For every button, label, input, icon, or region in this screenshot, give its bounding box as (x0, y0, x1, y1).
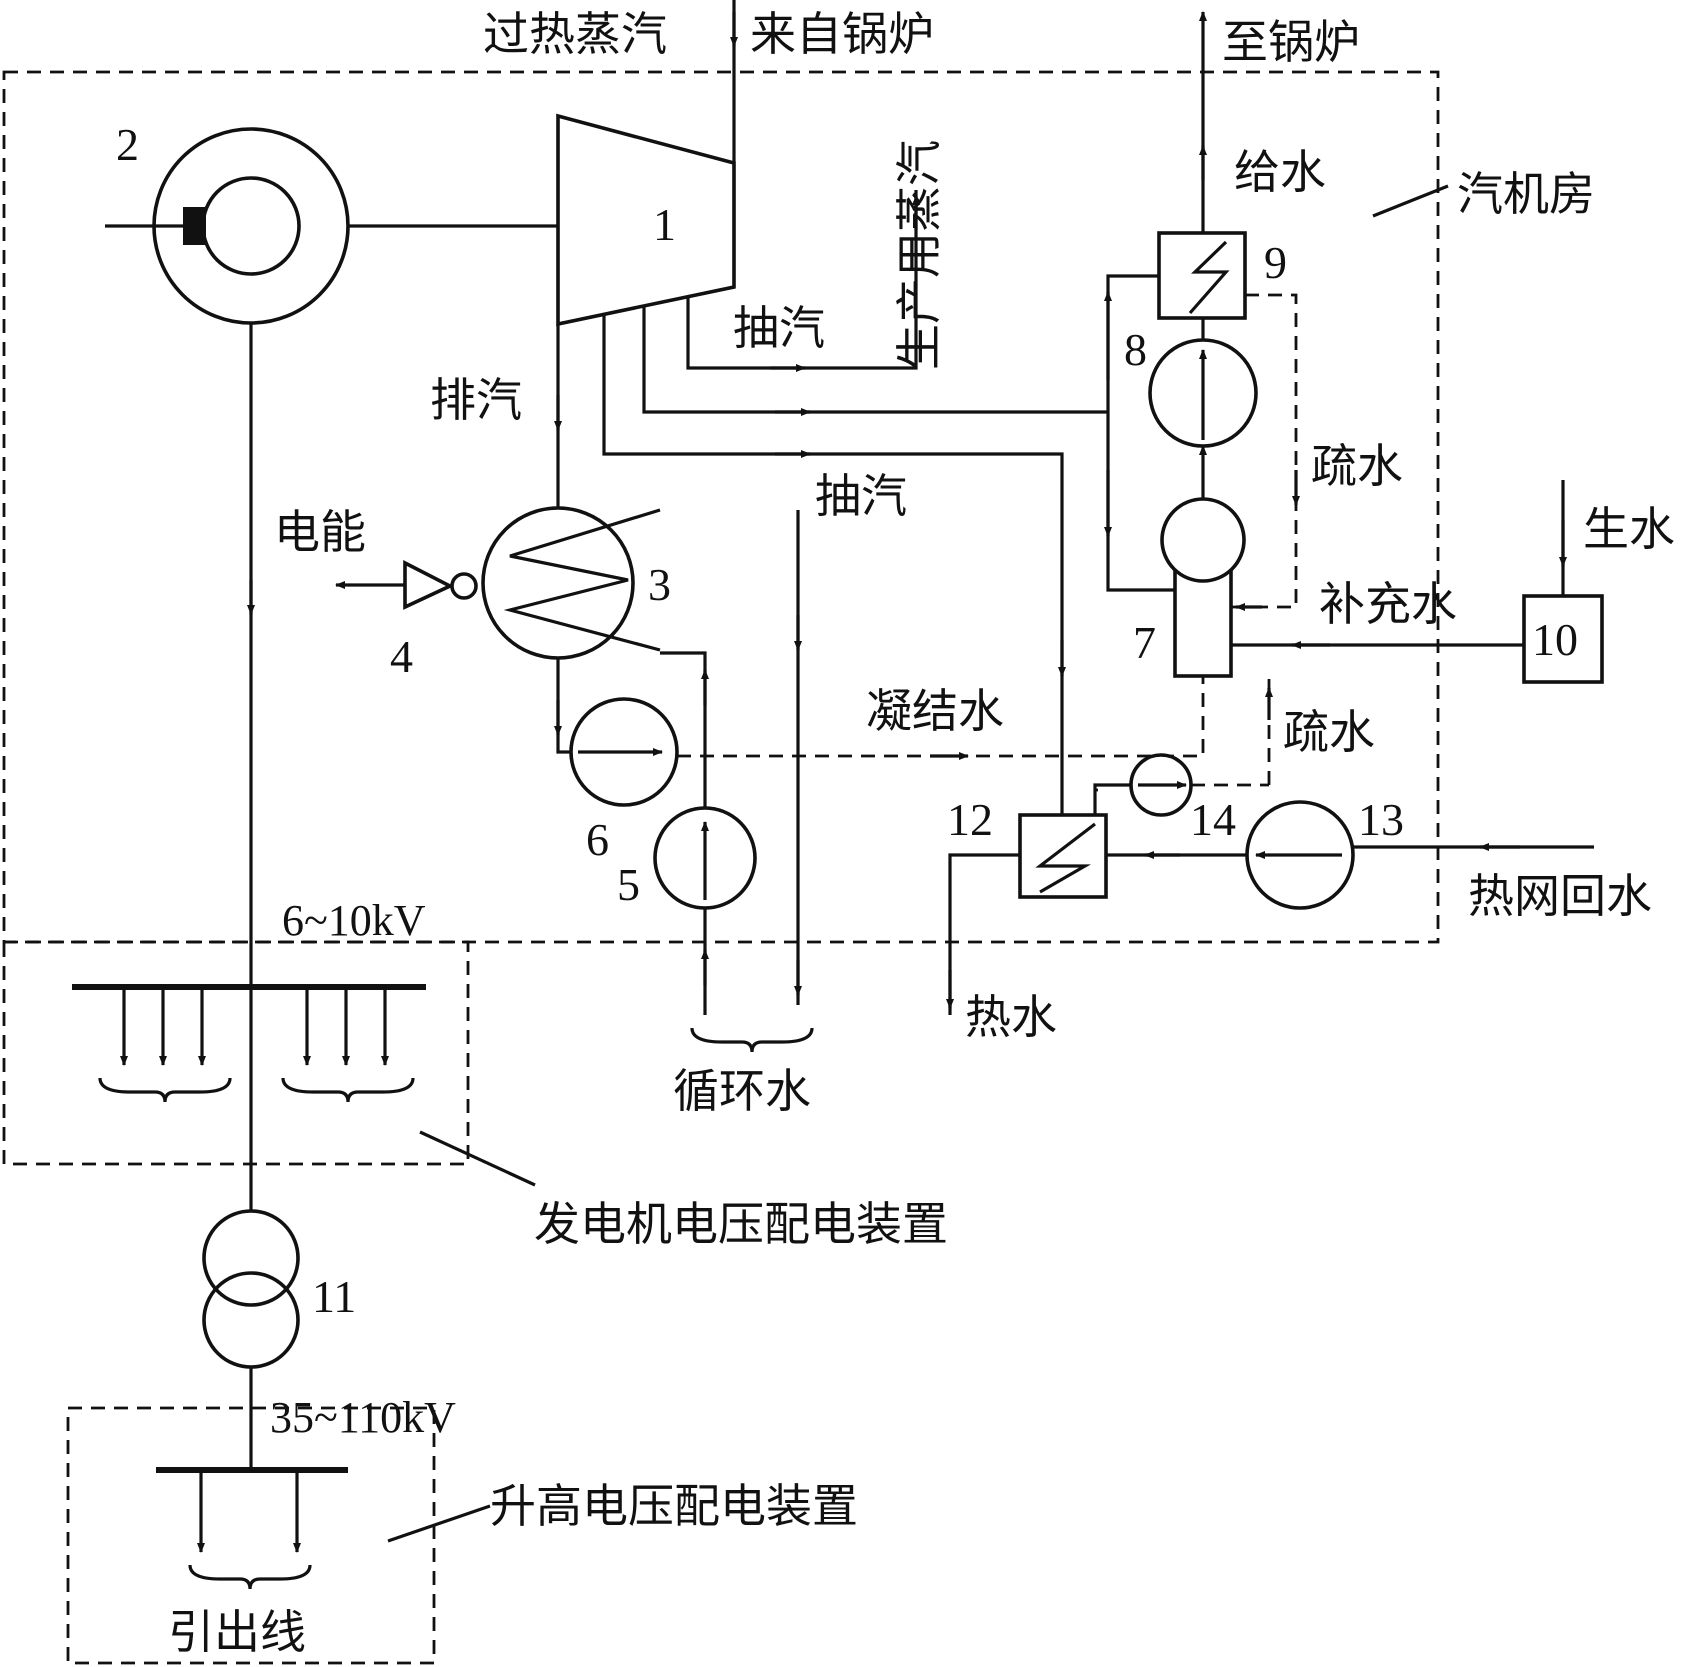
label-1: 1 (653, 199, 676, 250)
heater-steam-loop (1106, 274, 1175, 592)
drain-label-2: 疏水 (1283, 705, 1375, 759)
drain-label-1: 疏水 (1311, 439, 1403, 493)
condenser (481, 506, 661, 660)
hot-water-outlet (948, 853, 1020, 1015)
outgoing-lines-brace (188, 1564, 312, 1590)
label-12: 12 (947, 794, 993, 845)
circulating-water-pump (653, 806, 757, 910)
label-7: 7 (1133, 617, 1156, 668)
from-boiler-label: 来自锅炉 (750, 7, 934, 61)
heat-network-return-label: 热网回水 (1468, 869, 1652, 923)
circulating-water-label: 循环水 (673, 1064, 811, 1118)
hot-water-label: 热水 (965, 990, 1057, 1044)
raw-water-label: 生水 (1583, 502, 1675, 556)
voltage-high-label: 35~110kV (270, 1393, 456, 1442)
exhaust-label: 排汽 (430, 373, 522, 427)
step-up-switchgear-label: 升高电压配电装置 (490, 1479, 858, 1533)
label-8: 8 (1124, 324, 1147, 375)
step-up-transformer (202, 1209, 300, 1369)
heater12-to-drain-pump (1093, 783, 1131, 815)
label-10: 10 (1532, 614, 1578, 665)
generator-switchgear-boundary (2, 940, 470, 1166)
condensate-line (677, 670, 1205, 758)
drain-line-1 (1231, 293, 1298, 609)
heater-extraction-line (602, 314, 1064, 815)
step-up-switchgear-boundary (66, 1406, 436, 1665)
label-5: 5 (617, 859, 640, 910)
deaerator (1160, 497, 1246, 678)
condensate-pump (569, 697, 679, 807)
step-up-switchgear-leader (387, 1504, 491, 1543)
feed-water-label: 给水 (1234, 145, 1326, 199)
generator-switchgear-label: 发电机电压配电装置 (534, 1197, 948, 1251)
label-6: 6 (586, 814, 609, 865)
extraction-label-2: 抽汽 (815, 469, 907, 523)
feed-pump (1148, 338, 1258, 448)
extraction-label-1: 抽汽 (733, 301, 825, 355)
to-boiler-label: 至锅炉 (1222, 15, 1360, 69)
steam-turbine (556, 113, 736, 327)
label-13: 13 (1358, 794, 1404, 845)
generator (105, 127, 350, 325)
heat-network-heater (1018, 813, 1108, 899)
label-9: 9 (1264, 237, 1287, 288)
condenser-to-pump-line (556, 658, 571, 754)
production-steam-label: 生产用蒸汽 (892, 140, 946, 370)
label-3: 3 (648, 559, 671, 610)
label-11: 11 (312, 1271, 356, 1322)
turbine-room-boundary (2, 70, 1440, 944)
condensate-label: 凝结水 (866, 684, 1004, 738)
circulating-water-brace (690, 1027, 814, 1053)
generator-bus-feeders (120, 987, 389, 1066)
drain-pump (1129, 753, 1193, 817)
generator-bus-braces (98, 1077, 415, 1103)
label-14: 14 (1190, 794, 1236, 845)
electric-energy-label: 电能 (274, 505, 366, 559)
hp-heater (1157, 231, 1247, 320)
generator-switchgear-leader (419, 1130, 536, 1187)
ejector (335, 560, 478, 610)
makeup-water-label: 补充水 (1319, 577, 1457, 631)
label-2: 2 (116, 119, 139, 170)
superheated-steam-label: 过热蒸汽 (483, 7, 667, 61)
step-up-bus-feeders (197, 1470, 301, 1553)
deaerator-extraction-line (642, 306, 1107, 414)
voltage-low-label: 6~10kV (282, 896, 426, 945)
outgoing-lines-label: 引出线 (168, 1605, 306, 1659)
turbine-room-leader (1372, 184, 1449, 218)
turbine-room-label: 汽机房 (1457, 167, 1595, 221)
label-4: 4 (390, 631, 413, 682)
heat-network-pump (1245, 800, 1355, 910)
